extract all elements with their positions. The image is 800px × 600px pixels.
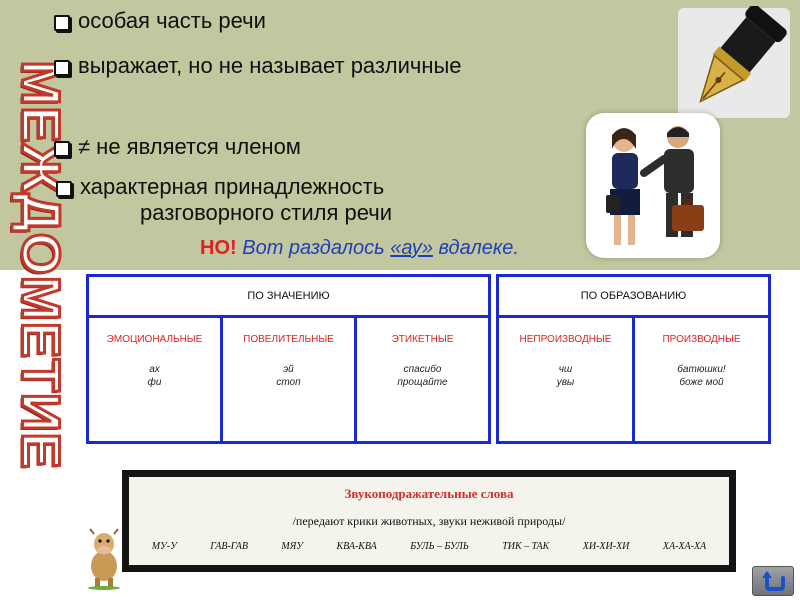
onomatopoeia-example: МУ-У — [151, 541, 177, 552]
onomatopoeia-title: Звукоподражательные слова — [344, 486, 514, 501]
category-example: спасибо — [403, 364, 442, 375]
checkbox-bullet-icon — [56, 181, 72, 197]
onomatopoeia-panel: Звукоподражательные слова /передают крик… — [122, 470, 736, 572]
category-name: ПРОИЗВОДНЫЕ — [662, 334, 741, 345]
category-name: ЭТИКЕТНЫЕ — [391, 334, 454, 345]
onomatopoeia-example: МЯУ — [281, 541, 304, 552]
return-button[interactable] — [752, 566, 794, 596]
category-name: ПОВЕЛИТЕЛЬНЫЕ — [243, 334, 334, 345]
example-no: НО! — [200, 237, 237, 259]
fountain-pen-icon — [678, 6, 790, 118]
category-example: эй — [283, 364, 294, 375]
classification-header: ПО ОБРАЗОВАНИЮ — [499, 277, 768, 318]
onomatopoeia-example: ХИ-ХИ-ХИ — [582, 541, 630, 552]
bullet-text: выражает, но не называет различные — [78, 53, 462, 78]
checkbox-bullet-icon — [54, 15, 70, 31]
onomatopoeia-example: КВА-КВА — [336, 541, 377, 552]
bullet-item-4: характерная принадлежность разговорного … — [56, 174, 392, 226]
onomatopoeia-inner: Звукоподражательные слова /передают крик… — [129, 477, 729, 565]
onomatopoeia-example: ГАВ-ГАВ — [210, 541, 248, 552]
vertical-title-text: МЕЖДОМЕТИЕ — [10, 59, 73, 471]
bullet-text-line1: характерная принадлежность — [80, 174, 385, 199]
category-column: ЭМОЦИОНАЛЬНЫЕ ах фи — [89, 318, 223, 441]
bullet-text: особая часть речи — [78, 8, 266, 33]
category-example: ах — [149, 364, 160, 375]
bullet-text-line2: разговорного стиля речи — [140, 200, 392, 225]
category-name: НЕПРОИЗВОДНЫЕ — [519, 334, 612, 345]
category-name: ЭМОЦИОНАЛЬНЫЕ — [106, 334, 203, 345]
classification-by-formation: ПО ОБРАЗОВАНИЮ НЕПРОИЗВОДНЫЕ чш увы ПРОИ… — [496, 274, 771, 444]
classification-by-meaning: ПО ЗНАЧЕНИЮ ЭМОЦИОНАЛЬНЫЕ ах фи ПОВЕЛИТЕ… — [86, 274, 491, 444]
business-people-illustration — [586, 113, 720, 258]
vertical-title: МЕЖДОМЕТИЕ — [6, 0, 76, 530]
cow-illustration — [88, 528, 120, 590]
category-example: фи — [147, 377, 162, 388]
bullet-item-2: выражает, но не называет различные — [54, 53, 462, 79]
category-example: батюшки! — [677, 364, 726, 375]
example-text-before: Вот раздалось — [242, 237, 391, 259]
onomatopoeia-note: /передают крики животных, звуки неживой … — [292, 514, 566, 528]
category-example: чш — [558, 364, 573, 375]
onomatopoeia-example: БУЛЬ – БУЛЬ — [410, 541, 469, 552]
category-example: боже мой — [679, 377, 724, 388]
category-column: ЭТИКЕТНЫЕ спасибо прощайте — [357, 318, 488, 441]
return-arrow-icon — [762, 571, 785, 591]
bullet-item-3: ≠ не является членом — [54, 134, 301, 160]
category-example: прощайте — [397, 377, 448, 388]
category-column: ПРОИЗВОДНЫЕ батюшки! боже мой — [635, 318, 768, 441]
checkbox-bullet-icon — [54, 60, 70, 76]
category-column: ПОВЕЛИТЕЛЬНЫЕ эй стоп — [223, 318, 357, 441]
onomatopoeia-example: ХА-ХА-ХА — [662, 541, 707, 552]
example-sentence: НО! Вот раздалось «ау» вдалеке. — [200, 237, 519, 260]
onomatopoeia-examples: МУ-У ГАВ-ГАВ МЯУ КВА-КВА БУЛЬ – БУЛЬ ТИК… — [129, 541, 729, 552]
example-text-after: вдалеке. — [432, 237, 520, 259]
category-example: стоп — [276, 377, 301, 388]
classification-header: ПО ЗНАЧЕНИЮ — [89, 277, 488, 318]
example-ay-word: «ау» — [390, 237, 433, 259]
bullet-item-1: особая часть речи — [54, 8, 266, 34]
category-column: НЕПРОИЗВОДНЫЕ чш увы — [499, 318, 635, 441]
bullet-text: ≠ не является членом — [78, 134, 301, 159]
category-example: увы — [556, 377, 575, 388]
checkbox-bullet-icon — [54, 141, 70, 157]
onomatopoeia-example: ТИК – ТАК — [502, 541, 550, 552]
